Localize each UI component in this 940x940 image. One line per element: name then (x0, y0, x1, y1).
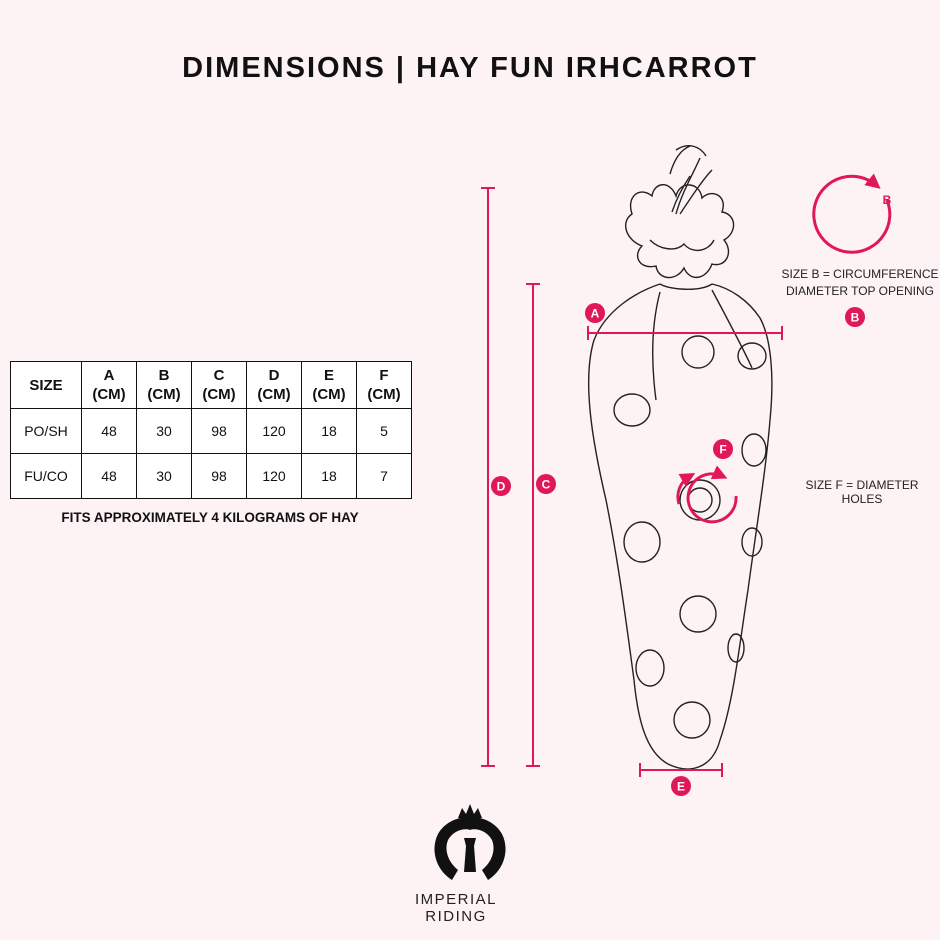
circumference-b-symbol (812, 173, 892, 254)
cell-e: 18 (301, 408, 357, 454)
marker-a: A (585, 303, 605, 323)
marker-b-inline: B (883, 193, 892, 207)
svg-text:A: A (591, 307, 600, 321)
table-row: FU/CO 48 30 98 120 18 7 (10, 453, 412, 499)
marker-f: F (713, 439, 733, 459)
logo-text-riding: RIDING (425, 908, 487, 925)
cell-size: FU/CO (10, 453, 82, 499)
marker-b: B (845, 307, 865, 327)
header-c: C(CM) (191, 361, 247, 409)
cell-f: 7 (356, 453, 412, 499)
svg-text:C: C (542, 478, 551, 492)
svg-text:F: F (719, 443, 726, 457)
dimension-a-line (587, 326, 783, 340)
svg-text:E: E (677, 780, 685, 794)
cell-f: 5 (356, 408, 412, 454)
svg-text:B: B (883, 193, 892, 207)
imperial-riding-logo (434, 804, 506, 880)
header-b: B(CM) (136, 361, 192, 409)
capacity-note: FITS APPROXIMATELY 4 KILOGRAMS OF HAY (61, 510, 359, 525)
carrot-outline (587, 145, 773, 770)
header-f: F(CM) (356, 361, 412, 409)
table-row: PO/SH 48 30 98 120 18 5 (10, 408, 412, 454)
dimension-c-line (526, 283, 540, 767)
cell-a: 48 (81, 408, 137, 454)
svg-text:D: D (497, 480, 506, 494)
marker-d: D (491, 476, 511, 496)
dimensions-table: SIZE A(CM) B(CM) C(CM) D(CM) E(CM) F(CM)… (10, 361, 412, 499)
marker-e: E (671, 776, 691, 796)
table-header-row: SIZE A(CM) B(CM) C(CM) D(CM) E(CM) F(CM) (10, 361, 412, 409)
cell-c: 98 (191, 453, 247, 499)
dimension-e-line (639, 763, 723, 777)
cell-d: 120 (246, 453, 302, 499)
cell-a: 48 (81, 453, 137, 499)
logo-text-imperial: IMPERIAL (414, 891, 498, 908)
svg-text:B: B (851, 311, 860, 325)
page-title: DIMENSIONS | HAY FUN IRHCARROT (182, 52, 758, 84)
header-size: SIZE (10, 361, 82, 409)
size-b-label-line1: SIZE B = CIRCUMFERENCE (781, 267, 939, 281)
marker-c: C (536, 474, 556, 494)
size-f-label: SIZE F = DIAMETER HOLES (805, 478, 919, 506)
header-d: D(CM) (246, 361, 302, 409)
crown-icon (458, 804, 482, 818)
size-b-label-line2: DIAMETER TOP OPENING (785, 284, 935, 298)
hole-f-symbol (676, 465, 738, 524)
horseshoe-icon (434, 817, 506, 880)
dimension-d-line (481, 187, 495, 767)
cell-b: 30 (136, 408, 192, 454)
cell-c: 98 (191, 408, 247, 454)
